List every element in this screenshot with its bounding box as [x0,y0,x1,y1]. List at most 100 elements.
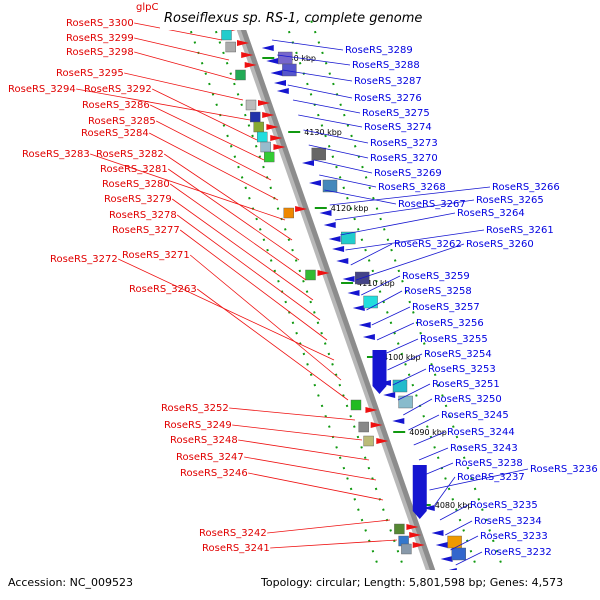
leader-line-right [445,520,473,536]
leader-line-left [171,198,314,301]
gene-label-left: RoseRS_3286 [82,100,150,111]
reverse-gene-arrow [392,418,405,424]
gene-block [221,29,232,41]
leader-line-right [408,414,440,431]
forward-gene-arrow [273,144,286,150]
gene-label-left: RoseRS_3284 [81,128,149,139]
gene-label-left: RoseRS_3299 [66,33,134,44]
leader-line-right [455,551,483,566]
kbp-label: 4130 kbp [304,128,342,137]
leader-line-right [424,462,454,476]
genome-backbone [230,0,446,600]
gene-label-right: RoseRS_3266 [492,182,560,193]
gene-label-left: RoseRS_3279 [104,194,172,205]
forward-gene-arrow [237,40,249,46]
reverse-gene-arrow [431,530,444,536]
gene-label-right: RoseRS_3270 [370,153,438,164]
gene-label-right: RoseRS_3276 [354,93,422,104]
gene-block [249,111,261,123]
forward-gene-arrow [262,112,275,118]
gene-label-right: RoseRS_3250 [434,394,502,405]
gene-label-left: RoseRS_3246 [180,468,248,479]
leader-line-left [169,183,307,281]
leader-line-right [392,368,427,386]
left-inner-guide-line [204,0,416,600]
gene-label-right: RoseRS_3257 [412,302,480,313]
gene-label-right: RoseRS_3289 [345,45,413,56]
gene-block [283,207,294,219]
gene-label-right: RoseRS_3261 [486,225,554,236]
leader-line-left [134,37,230,61]
gene-block [447,535,462,549]
gene-label-right: RoseRS_3232 [484,547,552,558]
leader-line-right [292,99,361,114]
forward-gene-arrow [241,52,254,58]
left-guide-line [179,0,391,600]
leader-line-left [118,258,335,361]
leader-line-left [152,88,258,141]
gene-label-left: RoseRS_3272 [50,254,118,265]
gene-label-right: RoseRS_3268 [378,182,446,193]
kbp-label: 4140 kbp [278,54,316,63]
reverse-gene-arrow [347,290,360,296]
genome-summary: Topology: circular; Length: 5,801,598 bp… [260,576,563,589]
leader-line-right [418,447,449,461]
leader-line-right [361,275,401,296]
gene-label-left: RoseRS_3300 [66,18,134,29]
leader-line-left [156,120,272,181]
gene-block [225,41,236,53]
label-layer: glpCRoseRS_3300RoseRS_3299RoseRS_3298Ros… [8,2,598,558]
gene-block [253,121,264,133]
leader-line-right [277,54,351,66]
right-guide-line [303,0,515,600]
leader-line-right [371,306,411,326]
gene-label-right: RoseRS_3273 [370,138,438,149]
gene-label-right: RoseRS_3265 [476,195,544,206]
gene-label-right: RoseRS_3288 [352,60,420,71]
gene-label-right: RoseRS_3262 [394,239,462,250]
gene-label-left: RoseRS_3247 [176,452,244,463]
title-backdrop [160,0,310,30]
gene-block [398,395,413,409]
gene-label-left: RoseRS_3294 [8,84,76,95]
forward-gene-arrow [370,422,383,428]
forward-gene-arrow [266,124,279,130]
reverse-gene-arrow [302,160,314,166]
leader-line-right [450,535,479,551]
leader-line-left [150,104,265,161]
forward-gene-arrow [295,206,308,212]
leader-line-right [434,476,456,506]
leader-line-right [303,129,369,144]
gene-label-left: RoseRS_3280 [102,179,170,190]
gene-label-right: RoseRS_3243 [450,443,518,454]
forward-gene-arrow [317,270,330,276]
leader-line-left [167,168,300,261]
leader-line-left [270,539,398,549]
gene-label-left: RoseRS_3277 [112,225,180,236]
reverse-gene-arrow [332,246,345,252]
leader-line-left [134,51,237,81]
leader-line-right [271,39,344,51]
gene-label-right: RoseRS_3236 [530,464,598,475]
gene-block [394,523,405,535]
footer-backdrop [0,570,600,600]
gene-label-left: RoseRS_3263 [129,284,197,295]
reverse-gene-arrow [362,334,375,340]
gene-block [358,421,369,433]
gene-block [341,231,356,245]
gene-label-right: RoseRS_3245 [441,410,509,421]
gene-block [350,399,362,411]
leader-line-right [345,229,485,251]
reverse-gene-arrow [274,80,286,86]
leader-line-left [134,22,223,41]
leader-line-right [355,243,465,281]
leader-line-right [340,212,456,236]
reverse-gene-long [412,465,427,519]
reverse-gene-arrow [383,392,396,398]
leader-line-left [149,132,279,201]
gene-label-right: RoseRS_3235 [470,500,538,511]
leader-line-right [382,338,419,356]
gene-label-left: RoseRS_3252 [161,403,229,414]
reverse-gene-arrow [319,210,332,216]
gene-label-left: RoseRS_3278 [109,210,177,221]
